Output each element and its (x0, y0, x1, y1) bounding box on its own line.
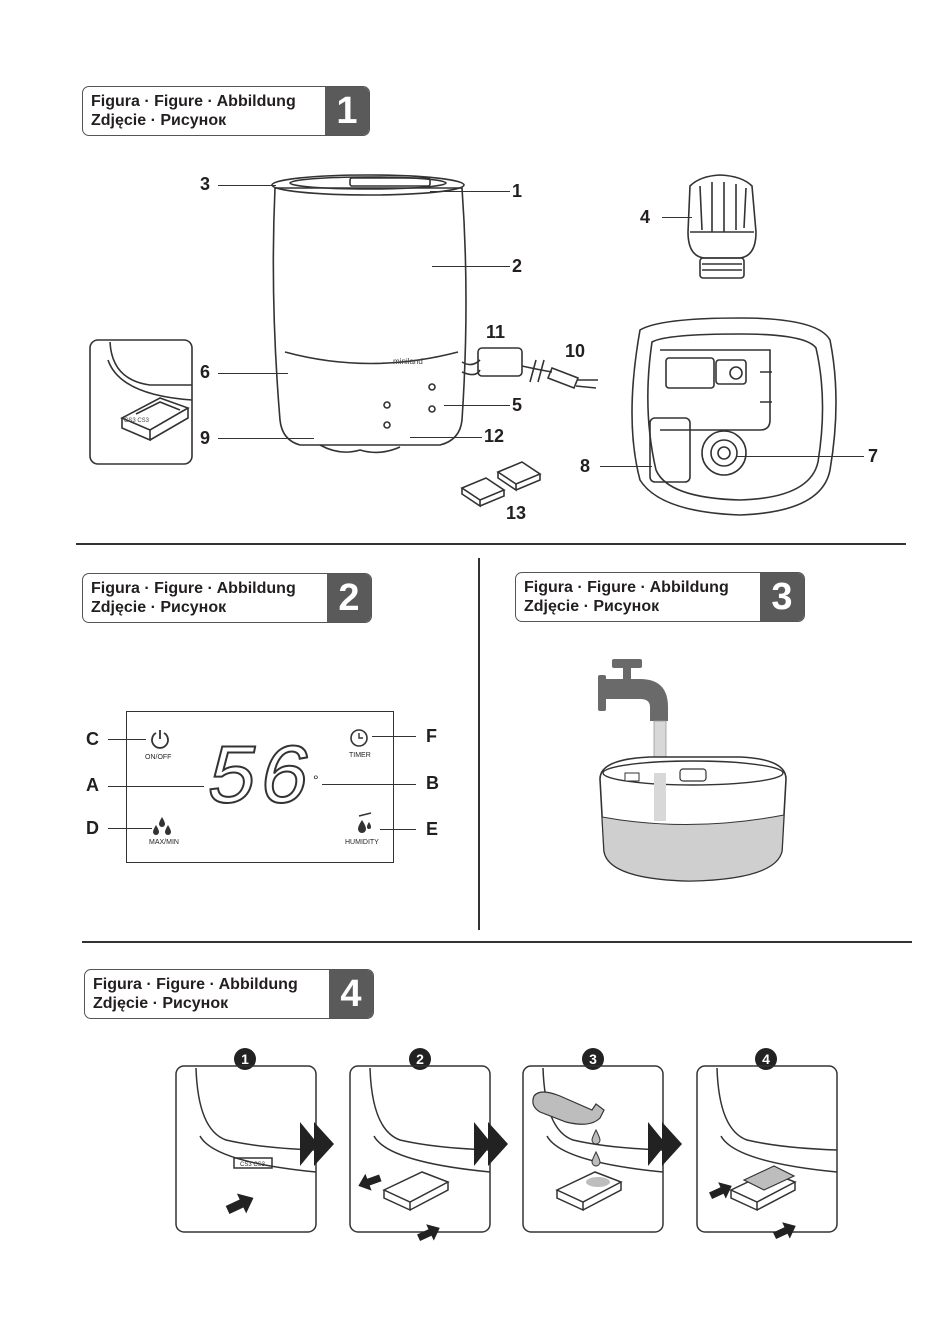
figure-4-steps: 1 2 3 4 (175, 1048, 838, 1246)
svg-text:4: 4 (762, 1051, 770, 1067)
filter-pad-inserted (742, 1165, 796, 1191)
step-2-pull-arrow-left (355, 1169, 384, 1195)
callout-9: 9 (200, 428, 211, 448)
humidity-icon (358, 812, 372, 833)
svg-text:2: 2 (416, 1051, 424, 1067)
control-panel-diagram: ON/OFF TIMER MAX/MIN HUMIDITY 56 ° (126, 711, 394, 863)
callout-7: 7 (868, 446, 879, 466)
step-4-panel (696, 1065, 838, 1233)
next-step-chevron-3 (648, 1122, 682, 1166)
figure-3-number: 3 (760, 573, 804, 621)
figure-header-line1: Figura · Figure · Abbildung (91, 93, 296, 110)
figure-1-illustration: miniland CS3 CS3 (89, 174, 837, 516)
humidity-label: HUMIDITY (345, 839, 379, 846)
divider-vertical (478, 558, 480, 930)
callout-6: 6 (200, 362, 211, 382)
callout-A: A (86, 775, 99, 795)
step-4-push-arrow-right (770, 1217, 800, 1244)
step-1-push-arrow (222, 1187, 259, 1220)
figure-1-header: Figura · Figure · Abbildung Zdjęcie · Ри… (82, 86, 370, 136)
figure-header-line1: Figura · Figure · Abbildung (91, 580, 296, 597)
figure-3-header: Figura · Figure · Abbildung Zdjęcie · Ри… (515, 572, 805, 622)
display-degree: ° (313, 772, 319, 788)
inset-filter-code: CS3 CS3 (124, 418, 150, 424)
callout-2: 2 (512, 256, 523, 276)
filter-cartridge (687, 174, 757, 259)
figure-4-number: 4 (329, 970, 373, 1018)
svg-text:1: 1 (241, 1051, 249, 1067)
timer-icon (350, 729, 368, 747)
callout-8: 8 (580, 456, 591, 476)
water-drop-2 (591, 1150, 601, 1167)
maxmin-label: MAX/MIN (149, 839, 179, 846)
water-drops-icon (153, 817, 171, 835)
callout-B: B (426, 773, 439, 793)
spare-pad-2 (496, 461, 542, 485)
next-step-chevron-1 (300, 1122, 334, 1166)
step-1-badge: 1 (234, 1048, 256, 1070)
figure-header-line1: Figura · Figure · Abbildung (93, 976, 298, 993)
figure-header-text: Figura · Figure · Abbildung Zdjęcie · Ри… (91, 92, 296, 130)
callout-11: 11 (486, 322, 506, 342)
step-2-pull-arrow-right (414, 1219, 444, 1246)
figure-header-text: Figura · Figure · Abbildung Zdjęcie · Ри… (93, 975, 298, 1013)
callout-12: 12 (484, 426, 505, 446)
tank-top-view (631, 317, 837, 516)
step-3-badge: 3 (582, 1048, 604, 1070)
power-icon (151, 730, 169, 749)
callout-1: 1 (512, 181, 523, 201)
water-valve (701, 430, 747, 476)
figure-1-number: 1 (325, 87, 369, 135)
figure-header-line2: Zdjęcie · Рисунок (524, 598, 660, 615)
callout-C: C (86, 729, 99, 749)
divider-1 (76, 543, 906, 545)
figure-4-header: Figura · Figure · Abbildung Zdjęcie · Ри… (84, 969, 374, 1019)
divider-2 (82, 941, 912, 943)
onoff-label: ON/OFF (145, 754, 172, 761)
step-2-badge: 2 (409, 1048, 431, 1070)
callout-10: 10 (565, 341, 586, 361)
callout-D: D (86, 818, 99, 838)
figure-2-header: Figura · Figure · Abbildung Zdjęcie · Ри… (82, 573, 372, 623)
figure-header-text: Figura · Figure · Abbildung Zdjęcie · Ри… (524, 578, 729, 616)
display-readout: 56 (206, 733, 312, 828)
figure-header-line2: Zdjęcie · Рисунок (91, 599, 227, 616)
callout-3: 3 (200, 174, 211, 194)
brand-logo: miniland (393, 357, 423, 366)
next-step-chevron-2 (474, 1122, 508, 1166)
callout-F: F (426, 726, 437, 746)
figure-header-text: Figura · Figure · Abbildung Zdjęcie · Ри… (91, 579, 296, 617)
svg-text:3: 3 (589, 1051, 597, 1067)
figure-header-line2: Zdjęcie · Рисунок (93, 995, 229, 1012)
humidifier-body (272, 187, 467, 446)
callout-13: 13 (506, 503, 527, 523)
callout-4: 4 (640, 207, 651, 227)
humidifier-base-band (284, 351, 459, 365)
figure-header-line1: Figura · Figure · Abbildung (524, 579, 729, 596)
water-drop-1 (591, 1128, 601, 1145)
cable-controller (477, 347, 523, 377)
spare-pad-1 (460, 477, 506, 501)
inset-drawer-detail (89, 339, 193, 465)
step-1-filter-code: CS3 CS3 (240, 1162, 266, 1168)
callout-E: E (426, 819, 439, 839)
figure-3-filling-illustration (598, 659, 787, 882)
callout-5: 5 (512, 395, 523, 415)
step-4-badge: 4 (755, 1048, 777, 1070)
figure-2-number: 2 (327, 574, 371, 622)
bottle-icon (532, 1091, 605, 1125)
timer-label: TIMER (349, 752, 371, 759)
figure-header-line2: Zdjęcie · Рисунок (91, 112, 227, 129)
